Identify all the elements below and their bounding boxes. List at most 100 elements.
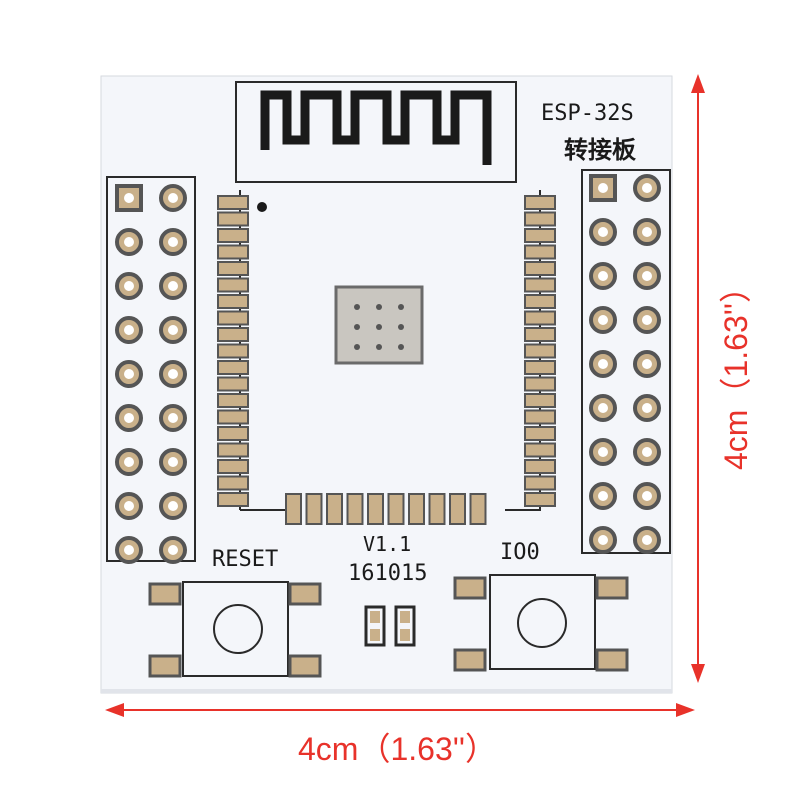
board-edge-shadow [101,689,672,693]
header-pin-hole [642,315,652,325]
module-pad [387,493,405,525]
pin1-marker [257,202,267,212]
io0-label: IO0 [500,540,540,565]
header-pin-hole [168,281,178,291]
module-pad [217,343,249,359]
module-pad [217,327,249,342]
header-pin-hole [598,359,608,369]
header-pin-hole [642,535,652,545]
width-dimension-label: 4cm（1.63''） [298,731,497,767]
header-pin-hole [168,325,178,335]
header-pin-hole [124,325,134,335]
left-header-pins [115,184,187,564]
header-pin-hole [598,535,608,545]
height-dimension-label: 4cm（1.63''） [718,271,754,470]
module-pad [524,327,556,342]
io0-button [453,574,629,672]
module-pad [524,492,556,507]
header-pin-hole [642,447,652,457]
module-pad [524,211,556,227]
right-header-pins [589,174,661,554]
module-pad [217,277,249,293]
header-pin-hole [124,545,134,555]
module-pad [524,195,556,210]
header-pin-hole [598,447,608,457]
module-pad [428,493,446,525]
module-pad [449,493,466,525]
right-header-outline [581,169,671,554]
module-pad [408,493,425,525]
header-pin-hole [598,491,608,501]
header-pin-hole [124,237,134,247]
width-dimension-arrow [105,703,695,717]
version-label: V1.1 [363,532,411,556]
header-pin-hole [598,271,608,281]
module-pads-bottom [285,493,487,525]
module-pad [524,459,556,474]
header-pin-hole [124,457,134,467]
header-pin-hole [168,413,178,423]
antenna-keepout [235,81,517,183]
header-pin-hole [124,413,134,423]
header-pin-hole [168,545,178,555]
module-pad [217,228,249,243]
module-pad [217,376,249,392]
header-pin-hole [642,271,652,281]
module-pad [217,475,249,491]
module-pad [524,343,556,359]
header-pin-hole [124,369,134,379]
module-pad [469,493,487,525]
header-pin-hole [168,237,178,247]
header-pin-hole [598,315,608,325]
module-pads-left [217,195,249,507]
header-pin-hole [642,183,652,193]
module-pad [524,426,556,441]
date-label: 161015 [348,561,427,586]
smd-resistor-pads [364,605,416,647]
reset-label: RESET [212,547,278,572]
header-pin-hole [598,403,608,413]
module-pad [217,261,249,276]
header-pin-hole [124,193,134,203]
module-pads-right [524,195,556,507]
subtitle-label: 转接板 [564,136,637,164]
module-pad [524,376,556,392]
header-pin-hole [124,281,134,291]
module-pad [217,426,249,441]
module-pad [217,310,249,326]
module-pad [217,244,249,260]
module-pad [524,244,556,260]
module-pad [217,211,249,227]
antenna-trace [260,90,492,165]
module-pad [305,493,323,525]
module-pad [346,493,364,525]
module-pad [217,393,249,408]
header-pin-hole [168,193,178,203]
module-pad [217,459,249,474]
model-label: ESP-32S [541,101,634,126]
module-pad [217,442,249,458]
header-pin-hole [168,457,178,467]
module-pad [217,294,249,309]
module-pad [524,393,556,408]
module-pad [217,360,249,375]
module-pad [524,475,556,491]
module-pad [217,409,249,425]
module-pad [217,195,249,210]
header-pin-hole [598,183,608,193]
header-pin-hole [642,227,652,237]
header-pin-hole [598,227,608,237]
reset-button [148,581,322,678]
module-pad [524,310,556,326]
module-pad [285,493,302,525]
module-pad [524,442,556,458]
module-pad [524,261,556,276]
module-pad [524,294,556,309]
header-pin-hole [642,359,652,369]
module-pad [326,493,343,525]
height-dimension-arrow [691,74,705,683]
header-pin-hole [642,403,652,413]
thermal-vias [354,304,404,350]
header-pin-hole [124,501,134,511]
